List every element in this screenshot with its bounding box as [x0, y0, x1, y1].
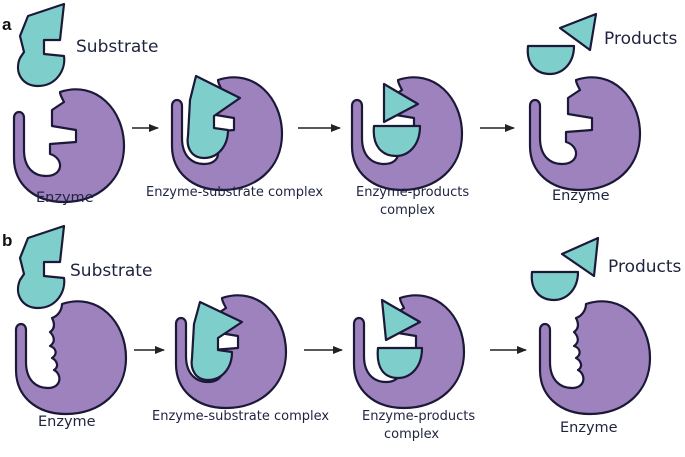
panel-b-product-triangle-bound	[380, 298, 422, 342]
panel-b-product-cup-bound	[376, 346, 424, 380]
panel-a-product-cup-bound	[372, 124, 422, 158]
panel-a-products-label: Products	[604, 29, 678, 49]
panel-a-product-triangle-free	[558, 12, 598, 52]
panel-b-enzyme-1	[14, 300, 128, 416]
panel-a-stage-3-label-line2: complex	[380, 203, 435, 218]
panel-b-product-triangle-free	[560, 236, 600, 278]
panel-b-substrate-label: Substrate	[70, 261, 152, 281]
panel-a-bound-substrate	[186, 74, 242, 160]
panel-b-stage-3-label-line2: complex	[384, 427, 439, 442]
panel-a-stage-3-label-line1: Enzyme-products	[356, 185, 469, 200]
panel-b-stage-3-label-line1: Enzyme-products	[362, 409, 475, 424]
panel-b-bound-substrate	[190, 300, 244, 382]
panel-a-substrate-free	[16, 2, 66, 88]
panel-a-enzyme-4	[528, 76, 642, 192]
panel-a-label: a	[2, 15, 12, 34]
panel-a-product-cup-free	[526, 44, 576, 76]
panel-b-label: b	[2, 231, 12, 250]
panel-b-stage-2-label: Enzyme-substrate complex	[152, 409, 329, 424]
panel-a-stage-2-label: Enzyme-substrate complex	[146, 185, 323, 200]
panel-a-stage-1-label: Enzyme	[36, 190, 94, 206]
panel-b-stage-4-label: Enzyme	[560, 420, 618, 436]
panel-b-stage-1-label: Enzyme	[38, 414, 96, 430]
panel-b-product-cup-free	[530, 270, 580, 302]
panel-b-products-label: Products	[608, 257, 682, 277]
panel-b-enzyme-4	[538, 300, 652, 416]
panel-a-substrate-label: Substrate	[76, 37, 158, 57]
panel-a-product-triangle-bound	[382, 82, 420, 124]
panel-a-stage-4-label: Enzyme	[552, 188, 610, 204]
panel-a-enzyme-1	[12, 88, 126, 204]
panel-b-substrate-free	[16, 224, 66, 310]
